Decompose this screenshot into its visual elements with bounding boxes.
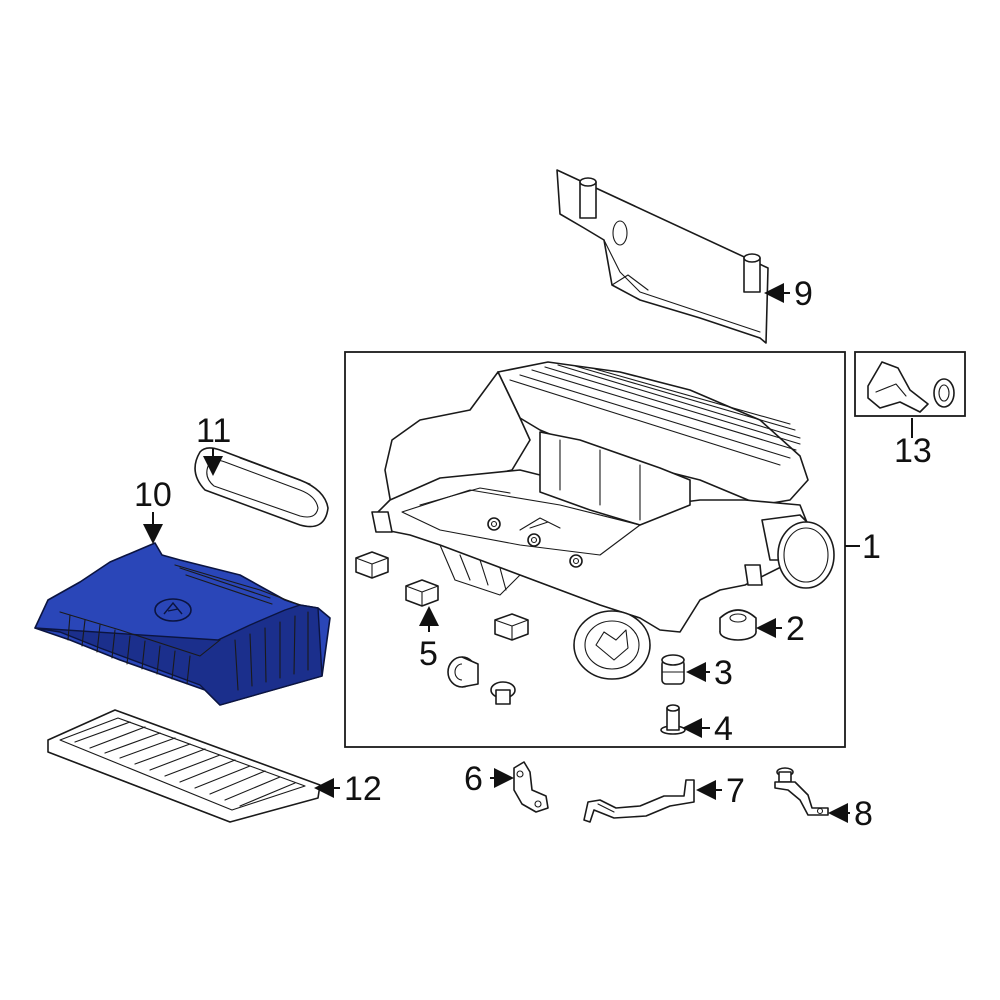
callout-8: 8 xyxy=(854,795,873,833)
part-5-clips[interactable] xyxy=(355,551,529,641)
part-13-frame xyxy=(854,351,966,417)
part-12-air-filter[interactable] xyxy=(47,709,321,823)
part-7-bracket[interactable] xyxy=(583,779,695,823)
callout-11: 11 xyxy=(196,412,231,450)
part-11-seal[interactable] xyxy=(194,447,329,528)
part-2-grommet[interactable] xyxy=(719,609,757,641)
callout-10: 10 xyxy=(134,476,172,514)
callout-9: 9 xyxy=(794,275,813,313)
part-3-bushing[interactable] xyxy=(661,654,685,685)
part-8-bracket[interactable] xyxy=(774,767,829,816)
part-1-air-cleaner-housing[interactable] xyxy=(371,361,835,680)
callout-7: 7 xyxy=(726,772,745,810)
callout-arrows xyxy=(143,283,913,823)
callout-5: 5 xyxy=(419,635,438,673)
part-6-bracket[interactable] xyxy=(513,761,549,813)
callout-3: 3 xyxy=(714,654,733,692)
callout-12: 12 xyxy=(344,770,382,808)
part-4-bolt[interactable] xyxy=(660,704,686,735)
part-10-air-cleaner-cover[interactable] xyxy=(34,542,331,706)
bushing-and-bolt[interactable] xyxy=(447,656,516,705)
callout-13: 13 xyxy=(894,432,932,470)
part-9-heat-shield[interactable] xyxy=(556,169,769,344)
part-1-group-frame xyxy=(344,351,846,748)
callout-4: 4 xyxy=(714,710,733,748)
callout-1: 1 xyxy=(862,528,881,566)
callout-2: 2 xyxy=(786,610,805,648)
part-13-sensor[interactable] xyxy=(867,361,955,413)
callout-6: 6 xyxy=(464,760,483,798)
